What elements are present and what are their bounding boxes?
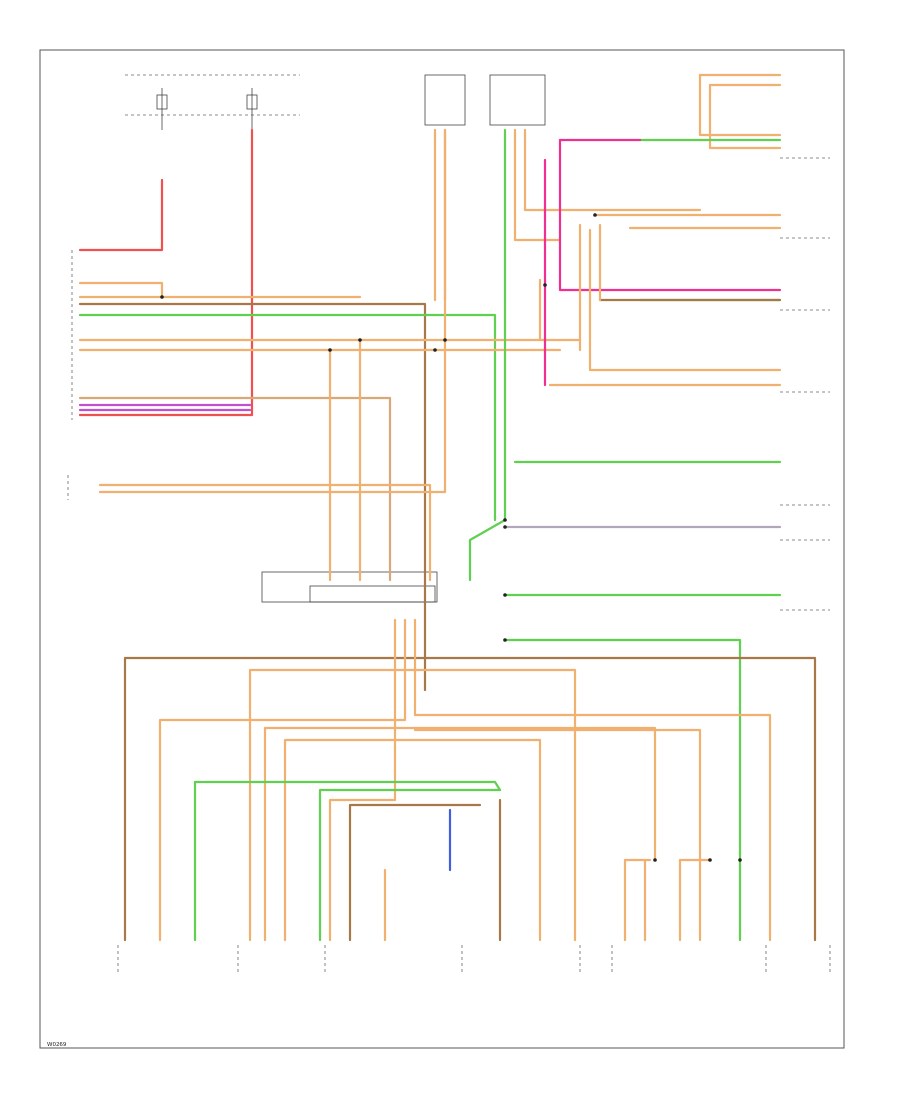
bottom-components — [117, 945, 831, 975]
central-module — [261, 571, 438, 603]
connector-top-2 — [489, 74, 546, 126]
diagram-frame — [39, 49, 845, 1049]
connector-top-1 — [424, 74, 466, 126]
left-connector-block — [67, 250, 73, 500]
fuse-panel — [125, 74, 300, 130]
right-components — [780, 157, 830, 611]
central-module-inner — [309, 585, 436, 603]
diagram-code: W0269 — [47, 1042, 67, 1048]
splice-dots — [160, 213, 742, 862]
